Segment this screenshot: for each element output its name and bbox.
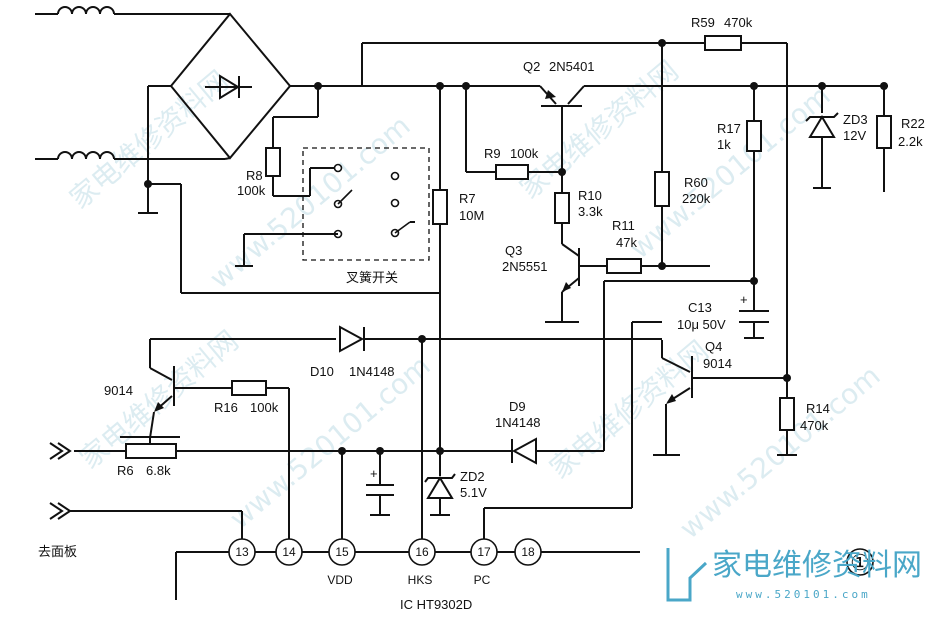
r16-resistor (231, 380, 267, 396)
r59-ref: R59 (691, 15, 715, 30)
figure-marker: ① (850, 551, 870, 576)
r11-value: 47k (616, 235, 637, 250)
d10-part: 1N4148 (349, 364, 395, 379)
r8-ref: R8 (246, 168, 263, 183)
vdd-capacitor: + (366, 451, 394, 516)
ic-pin-17: 17 (477, 545, 491, 559)
zd3-value: 12V (843, 128, 866, 143)
ic-ht9302d: 13 14 15 16 17 18 VDD HKS PC IC HT9302D (175, 538, 640, 612)
d9-part: 1N4148 (495, 415, 541, 430)
r10-value: 3.3k (578, 204, 603, 219)
transformer-windings (35, 6, 225, 160)
r7-ref: R7 (459, 191, 476, 206)
q2-part: 2N5401 (549, 59, 595, 74)
q4-part: 9014 (703, 356, 732, 371)
zd3-ref: ZD3 (843, 112, 868, 127)
hook-switch-label: 叉簧开关 (346, 270, 398, 285)
zd2-value: 5.1V (460, 485, 487, 500)
r7-value: 10M (459, 208, 484, 223)
logo-url: www.520101.com (736, 588, 871, 601)
to-panel-label: 去面板 (38, 544, 77, 559)
c13-capacitor: + C13 10μ 50V (677, 292, 769, 339)
r9-resistor (495, 164, 529, 180)
hook-switch: 叉簧开关 (235, 147, 430, 285)
r59-value: 470k (724, 15, 753, 30)
d9-ref: D9 (509, 399, 526, 414)
r22-resistor (876, 115, 892, 149)
ic-pin-17-name: PC (474, 573, 491, 587)
q9014-transistor: 9014 (104, 339, 232, 439)
d9-diode: D9 1N4148 (440, 280, 612, 465)
ic-pin-15-name: VDD (327, 573, 353, 587)
svg-text:+: + (370, 466, 378, 481)
r9-value: 100k (510, 146, 539, 161)
r60-resistor (654, 171, 670, 207)
r22-value: 2.2k (898, 134, 923, 149)
q2-transistor: Q2 2N5401 (523, 59, 595, 200)
ic-pin-13: 13 (235, 545, 249, 559)
r16-value: 100k (250, 400, 279, 415)
zd3-zener: ZD3 12V (805, 86, 868, 189)
q4-ref: Q4 (705, 339, 722, 354)
ic-pin-16-name: HKS (408, 573, 433, 587)
r11-ref: R11 (612, 218, 635, 233)
r7-resistor (432, 189, 448, 225)
r17-ref: R17 (717, 121, 741, 136)
r14-value: 470k (800, 418, 829, 433)
r10-ref: R10 (578, 188, 602, 203)
r11-resistor (606, 258, 642, 274)
q3-ref: Q3 (505, 243, 522, 258)
r17-value: 1k (717, 137, 731, 152)
r16-ref: R16 (214, 400, 238, 415)
ic-pin-18: 18 (521, 545, 535, 559)
q3-part: 2N5551 (502, 259, 548, 274)
d10-diode: D10 1N4148 (310, 325, 662, 379)
r14-ref: R14 (806, 401, 830, 416)
r10-resistor (554, 192, 570, 224)
r59-resistor (704, 35, 742, 51)
c13-value: 10μ 50V (677, 317, 726, 332)
watermark-url: www.520101.com (673, 359, 886, 545)
r6-value: 6.8k (146, 463, 171, 478)
c13-ref: C13 (688, 300, 712, 315)
r9-ref: R9 (484, 146, 501, 161)
bridge-rectifier (169, 12, 292, 160)
r14-resistor (779, 397, 795, 431)
q4-transistor: Q4 9014 (653, 339, 791, 456)
r17-resistor (746, 120, 762, 152)
logo-icon (666, 548, 708, 602)
zd2-zener: ZD2 5.1V (424, 451, 487, 516)
q3-transistor: Q3 2N5551 (502, 243, 607, 323)
r8-resistor (265, 147, 281, 177)
zd2-ref: ZD2 (460, 469, 485, 484)
q9014-part: 9014 (104, 383, 133, 398)
q2-ref: Q2 (523, 59, 540, 74)
ic-pin-14: 14 (282, 545, 296, 559)
ic-pin-15: 15 (335, 545, 349, 559)
r6-resistor (125, 443, 177, 459)
r6-ref: R6 (117, 463, 134, 478)
r22-ref: R22 (901, 116, 925, 131)
logo-text: 家电维修资料网 (712, 548, 922, 583)
r8-value: 100k (237, 183, 266, 198)
r60-value: 220k (682, 191, 711, 206)
d10-ref: D10 (310, 364, 334, 379)
r60-ref: R60 (684, 175, 708, 190)
ic-pin-16: 16 (415, 545, 429, 559)
ic-label: IC HT9302D (400, 597, 472, 612)
svg-text:+: + (740, 292, 748, 307)
site-logo: 家电维修资料网 www.520101.com (666, 548, 922, 602)
watermark-text: 家电维修资料网 (543, 334, 714, 485)
figure-marker-ring (846, 548, 874, 576)
watermark-url: www.520101.com (203, 109, 416, 295)
input-arrow (49, 442, 243, 540)
